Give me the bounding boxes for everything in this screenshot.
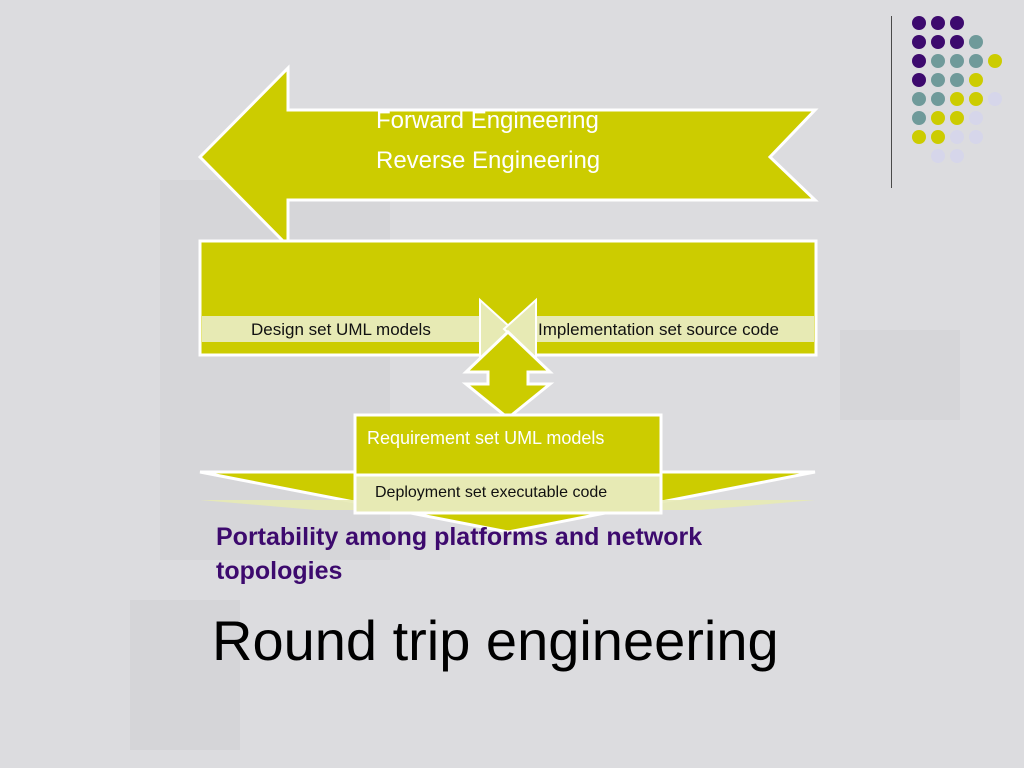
- reverse-engineering-label: Reverse Engineering: [376, 147, 601, 174]
- requirement-set-label: Requirement set UML models: [367, 428, 605, 448]
- deployment-set-label: Deployment set executable code: [375, 484, 608, 501]
- slide-subtitle: Portability among platforms and network …: [216, 523, 703, 585]
- implementation-band: [536, 316, 814, 342]
- slide-title: Round trip engineering: [212, 609, 779, 672]
- requirement-box: [353, 413, 663, 477]
- forward-reverse-arrow: [197, 64, 819, 250]
- deployment-box: [353, 473, 663, 515]
- divider-line: [891, 16, 892, 188]
- design-set-label: Design set UML models: [251, 320, 431, 339]
- forward-engineering-label: Forward Engineering: [376, 107, 599, 134]
- design-band: [202, 316, 480, 342]
- implementation-set-label: Implementation set source code: [538, 320, 779, 339]
